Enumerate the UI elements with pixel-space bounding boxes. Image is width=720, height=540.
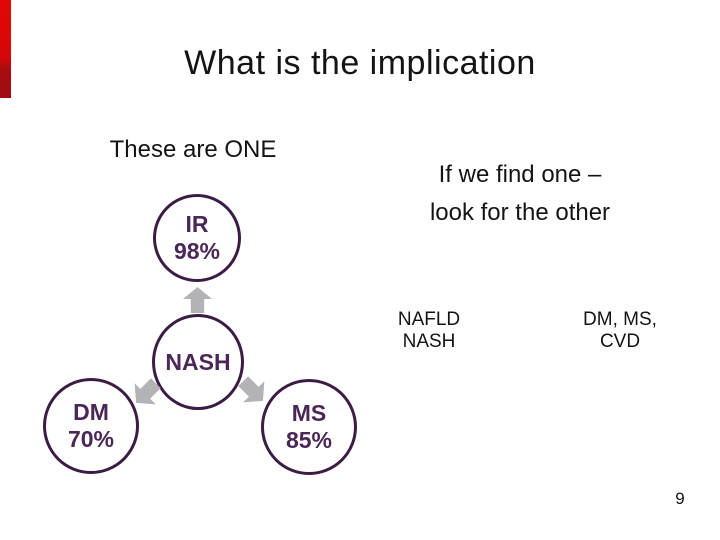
circle-ir-label: IR (185, 211, 209, 237)
pair-label-dm-ms-cvd: DM, MS, CVD (560, 309, 680, 353)
pair-label-nafld-nash: NAFLD NASH (379, 309, 479, 353)
page-number: 9 (675, 489, 685, 508)
circle-dm: DM 70% (43, 378, 139, 474)
right-heading: If we find one – look for the other (400, 156, 640, 232)
pair-label-right-line2: CVD (599, 331, 641, 352)
red-accent-strip (0, 0, 11, 98)
pair-label-left-line1: NAFLD (397, 309, 461, 330)
circle-dm-label: DM (73, 399, 109, 425)
pair-label-left-line2: NASH (402, 331, 456, 352)
circle-ir-value: 98% (173, 238, 221, 264)
right-heading-line1: If we find one – (438, 161, 602, 188)
left-heading: These are ONE (109, 136, 277, 163)
up-arrow-icon (183, 287, 212, 313)
pair-label-right-line1: DM, MS, (583, 309, 657, 330)
slide-title: What is the implication (184, 44, 536, 82)
circle-ms-label: MS (291, 400, 327, 426)
circle-ms: MS 85% (261, 379, 357, 475)
circle-nash: NASH (152, 314, 244, 410)
circle-ir: IR 98% (153, 194, 241, 282)
circle-ms-value: 85% (285, 427, 333, 453)
circle-nash-label: NASH (165, 348, 231, 375)
right-heading-line2: look for the other (429, 199, 611, 226)
circle-dm-value: 70% (67, 426, 115, 452)
